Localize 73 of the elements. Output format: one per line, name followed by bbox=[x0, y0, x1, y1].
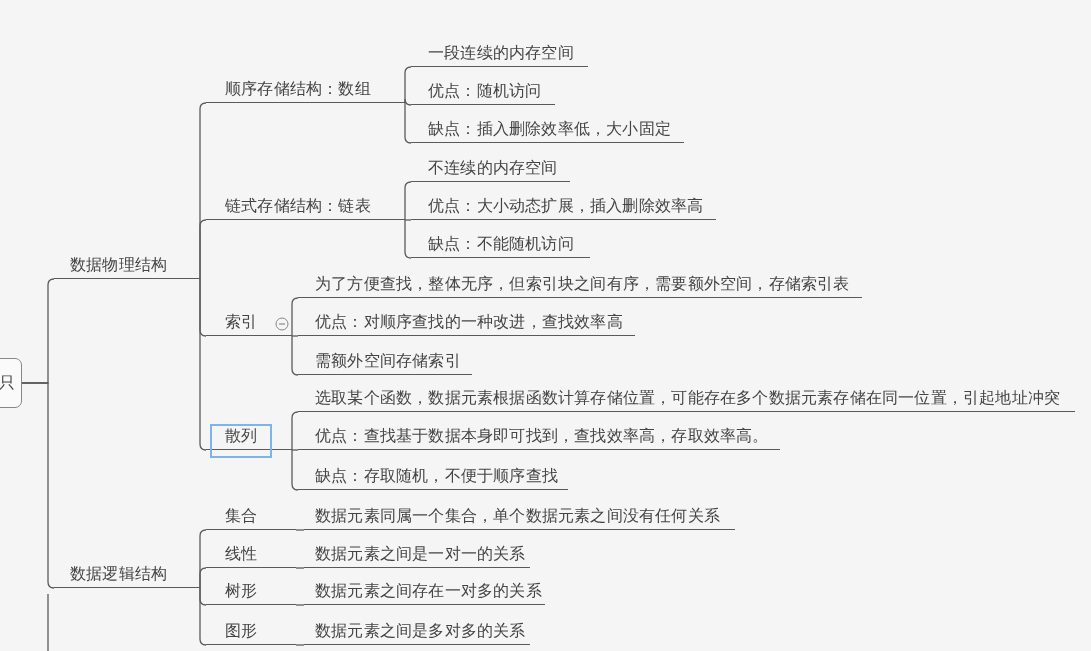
branch-line bbox=[21, 382, 55, 589]
topic-underline bbox=[411, 196, 716, 220]
topic-text: 数据元素之间是一对一的关系 bbox=[315, 544, 526, 563]
topic-text: 优点：大小动态扩展，插入删除效率高 bbox=[428, 196, 704, 215]
branch-line bbox=[404, 219, 412, 259]
topic-underline bbox=[298, 426, 780, 450]
topic-text: 缺点：不能随机访问 bbox=[428, 234, 574, 253]
branch-line bbox=[404, 181, 412, 221]
topic-text: 不连续的内存空间 bbox=[428, 158, 558, 177]
branch-line bbox=[295, 567, 305, 569]
topic-text: 集合 bbox=[225, 506, 258, 525]
topic-text: 线性 bbox=[225, 544, 258, 563]
topic-underline bbox=[206, 621, 296, 645]
topic-underline bbox=[206, 79, 405, 103]
topic-underline bbox=[206, 544, 296, 568]
topic-text: 选取某个函数，数据元素根据函数计算存储位置，可能存在多个数据元素存储在同一位置，引起地址冲突 bbox=[315, 388, 1061, 407]
branch-line bbox=[404, 98, 412, 106]
topic-underline bbox=[411, 158, 570, 182]
topic-underline bbox=[206, 312, 292, 336]
topic-text: 一段连续的内存空间 bbox=[428, 43, 574, 62]
branch-line bbox=[291, 335, 299, 376]
topic-underline bbox=[304, 581, 545, 605]
topic-underline bbox=[298, 312, 635, 336]
topic-underline bbox=[206, 196, 405, 220]
branch-line bbox=[199, 219, 207, 280]
branch-line bbox=[199, 278, 207, 451]
topic-text: 数据元素之间存在一对多的关系 bbox=[315, 581, 542, 600]
topic-underline bbox=[206, 581, 296, 605]
topic-text: 需额外空间存储索引 bbox=[315, 351, 461, 370]
topic-text: 缺点：插入删除效率低，大小固定 bbox=[428, 119, 671, 138]
branch-line bbox=[291, 449, 299, 451]
branch-line bbox=[295, 529, 305, 531]
branch-line bbox=[291, 449, 299, 491]
branch-line bbox=[291, 335, 299, 337]
topic-text: 优点：随机访问 bbox=[428, 81, 542, 100]
topic-underline bbox=[411, 43, 588, 67]
topic-text: 顺序存储结构：数组 bbox=[225, 79, 371, 98]
topic-underline bbox=[54, 564, 200, 588]
topic-text: 索引 bbox=[225, 312, 258, 331]
topic-text: 只 bbox=[0, 372, 15, 394]
branch-line bbox=[295, 604, 305, 606]
branch-line bbox=[404, 219, 412, 221]
topic-underline bbox=[304, 621, 530, 645]
branch-line bbox=[295, 644, 305, 646]
branch-line bbox=[291, 297, 299, 337]
branch-line bbox=[404, 102, 412, 144]
topic-underline bbox=[54, 255, 200, 279]
topic-underline bbox=[298, 388, 1075, 412]
topic-text: 缺点：存取随机，不便于顺序查找 bbox=[315, 466, 558, 485]
topic-text: 优点：对顺序查找的一种改进，查找效率高 bbox=[315, 312, 623, 331]
topic-underline bbox=[411, 234, 590, 258]
topic-text: 数据元素同属一个集合，单个数据元素之间没有任何关系 bbox=[315, 506, 720, 525]
topic-underline bbox=[411, 119, 684, 143]
topic-text: 链式存储结构：链表 bbox=[225, 196, 371, 215]
topic-text: 图形 bbox=[225, 621, 258, 640]
topic-text: 优点：查找基于数据本身即可找到，查找效率高，存取效率高。 bbox=[315, 426, 769, 445]
topic-underline bbox=[304, 506, 735, 530]
topic-underline bbox=[298, 274, 862, 298]
topic-underline bbox=[304, 544, 530, 568]
topic-text: 数据逻辑结构 bbox=[70, 564, 168, 583]
branch-line bbox=[291, 411, 299, 451]
topic-underline bbox=[206, 426, 292, 450]
topic-text: 数据元素之间是多对多的关系 bbox=[315, 621, 526, 640]
topic-underline bbox=[411, 81, 555, 105]
topic-underline bbox=[206, 506, 296, 530]
topic-text: 为了方便查找，整体无序，但索引块之间有序，需要额外空间，存储索引表 bbox=[315, 274, 850, 293]
topic-text: 数据物理结构 bbox=[70, 255, 168, 274]
topic-text: 散列 bbox=[225, 426, 258, 445]
topic-underline bbox=[298, 466, 568, 490]
branch-line bbox=[199, 567, 207, 589]
topic-underline bbox=[298, 351, 472, 375]
branch-line bbox=[199, 587, 207, 646]
topic-text: 树形 bbox=[225, 581, 258, 600]
